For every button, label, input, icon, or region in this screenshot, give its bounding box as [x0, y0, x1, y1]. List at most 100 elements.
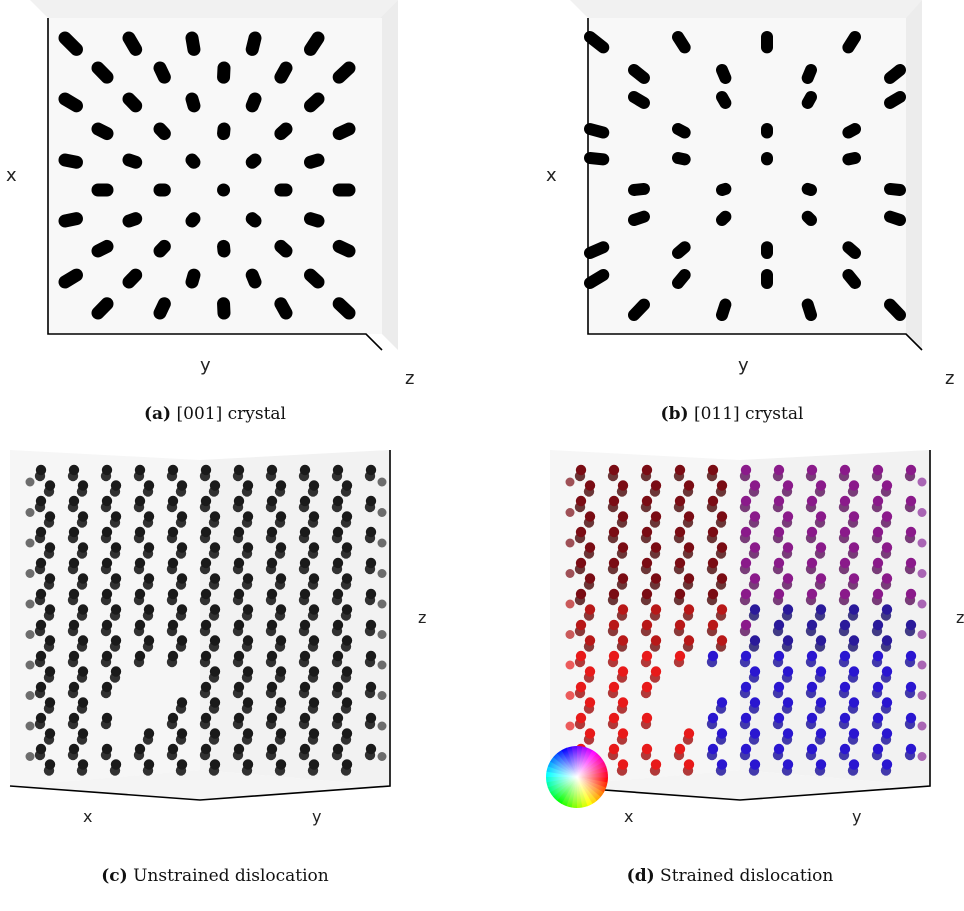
- atom: [674, 588, 686, 600]
- atom: [365, 681, 377, 693]
- atom: [749, 480, 761, 491]
- atom: [35, 526, 47, 538]
- atom: [25, 599, 35, 609]
- atom: [110, 480, 122, 491]
- atom: [917, 508, 927, 517]
- atom: [608, 464, 620, 476]
- atom: [716, 480, 728, 491]
- atom: [773, 619, 785, 631]
- atom: [275, 635, 287, 646]
- atom-column: [304, 92, 325, 113]
- atom: [242, 697, 254, 708]
- atom: [299, 681, 311, 693]
- atom-column: [801, 182, 817, 196]
- atom: [584, 666, 596, 677]
- atom: [707, 526, 719, 538]
- atom: [266, 619, 278, 631]
- atom: [905, 712, 917, 724]
- atom: [176, 480, 188, 491]
- atom: [650, 759, 662, 770]
- atom: [233, 526, 245, 538]
- atom-column: [716, 182, 732, 196]
- atom: [365, 743, 377, 755]
- atom: [839, 619, 851, 631]
- atom: [740, 650, 752, 662]
- atom-column: [801, 210, 817, 226]
- atom: [917, 630, 927, 639]
- atom: [365, 650, 377, 662]
- atom: [209, 635, 221, 646]
- atom: [608, 650, 620, 662]
- atom: [167, 526, 179, 538]
- atom: [917, 660, 927, 670]
- atom: [209, 604, 221, 615]
- panel-b-plot: [570, 0, 923, 351]
- atom: [176, 511, 188, 522]
- atom: [674, 650, 686, 662]
- box-side-wall: [906, 0, 922, 350]
- atom: [815, 759, 827, 770]
- atom: [872, 743, 884, 755]
- atom: [200, 650, 212, 662]
- atom: [176, 697, 188, 708]
- atom: [565, 599, 575, 609]
- atom: [35, 495, 47, 507]
- atom: [815, 728, 827, 739]
- axis-lines: [9, 450, 391, 801]
- atom-column: [628, 64, 650, 84]
- atom: [740, 495, 752, 507]
- atom: [773, 712, 785, 724]
- caption-a: (a) [001] crystal: [5, 404, 425, 424]
- atom: [242, 511, 254, 522]
- caption-d: (d) Strained dislocation: [520, 866, 940, 886]
- atom: [365, 712, 377, 724]
- atom: [167, 495, 179, 507]
- atom: [377, 599, 387, 609]
- atom: [167, 588, 179, 600]
- atom: [101, 495, 113, 507]
- atom-column: [884, 91, 906, 109]
- atom: [683, 542, 695, 553]
- atom: [332, 588, 344, 600]
- atom-column: [304, 153, 325, 169]
- atom: [565, 477, 575, 487]
- atom-column: [584, 31, 610, 54]
- atom: [167, 464, 179, 476]
- atom: [101, 619, 113, 631]
- atom-column: [584, 123, 610, 139]
- axis-label-x: x: [546, 165, 557, 186]
- axis-label-x: x: [83, 807, 93, 826]
- atom-column: [122, 268, 143, 289]
- atom: [641, 588, 653, 600]
- atom: [167, 743, 179, 755]
- atom: [308, 480, 320, 491]
- atom: [881, 635, 893, 646]
- atom: [308, 759, 320, 770]
- atom: [233, 588, 245, 600]
- atom: [68, 712, 80, 724]
- atom: [749, 573, 761, 584]
- atom-column: [245, 92, 262, 113]
- atom: [905, 681, 917, 693]
- atom: [200, 712, 212, 724]
- atom-column: [58, 268, 83, 289]
- atom-column: [884, 298, 906, 321]
- atom: [806, 650, 818, 662]
- atom: [575, 526, 587, 538]
- atom: [584, 511, 596, 522]
- atom: [617, 728, 629, 739]
- atom: [35, 712, 47, 724]
- atom: [365, 588, 377, 600]
- atom: [377, 691, 387, 700]
- box-right-wall: [200, 450, 390, 786]
- atom: [266, 464, 278, 476]
- atom: [815, 697, 827, 708]
- atom: [68, 464, 80, 476]
- atom-column: [185, 31, 201, 56]
- atom: [815, 542, 827, 553]
- atom: [44, 511, 56, 522]
- atom: [740, 464, 752, 476]
- atom: [332, 743, 344, 755]
- atom: [650, 480, 662, 491]
- atom: [266, 712, 278, 724]
